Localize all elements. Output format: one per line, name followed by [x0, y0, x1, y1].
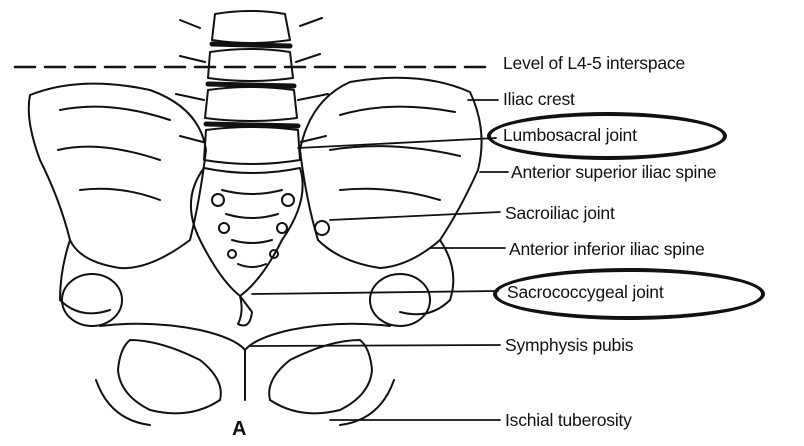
right-ilium [300, 78, 482, 315]
label-level: Level of L4-5 interspace [503, 53, 685, 74]
highlight-sacrococcygeal-oval [493, 268, 765, 320]
label-ischial: Ischial tuberosity [505, 410, 632, 431]
label-aiis: Anterior inferior iliac spine [509, 239, 705, 260]
sacrum [191, 168, 303, 326]
leader-sacrococcygeal [252, 291, 498, 294]
label-asis: Anterior superior iliac spine [511, 162, 716, 183]
leader-symphysis [250, 345, 500, 346]
figure-letter: A [232, 418, 246, 441]
label-sacroiliac: Sacroiliac joint [505, 203, 615, 224]
pubis-ischium [96, 324, 394, 425]
left-ilium [29, 84, 206, 314]
lumbar-vertebrae [176, 11, 328, 164]
label-symphysis: Symphysis pubis [505, 335, 633, 356]
leader-lines [250, 100, 508, 420]
right-acetabulum [370, 274, 430, 326]
leader-sacroiliac [330, 212, 500, 220]
label-iliac-crest: Iliac crest [503, 89, 575, 110]
highlight-lumbosacral-oval [487, 112, 727, 160]
left-acetabulum [62, 274, 122, 326]
